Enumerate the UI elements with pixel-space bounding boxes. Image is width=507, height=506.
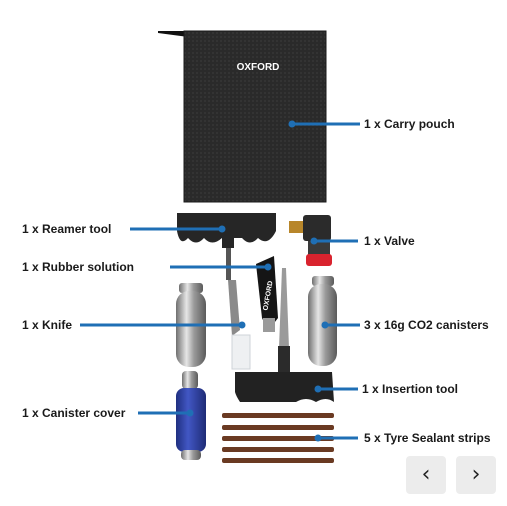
- previous-image-button[interactable]: ‹: [406, 456, 446, 494]
- label-canister-cover: 1 x Canister cover: [22, 406, 126, 420]
- label-reamer-tool: 1 x Reamer tool: [22, 222, 112, 236]
- label-rubber-solution: 1 x Rubber solution: [22, 260, 135, 274]
- next-image-button[interactable]: ›: [456, 456, 496, 494]
- rubber-solution-image: OXFORD: [256, 256, 278, 332]
- label-knife: 1 x Knife: [22, 318, 73, 332]
- label-co2-canisters: 3 x 16g CO2 canisters: [364, 318, 489, 332]
- knife-image: [231, 334, 251, 370]
- pointer-lines: [80, 120, 360, 442]
- canister-cover-image: [176, 371, 206, 460]
- label-carry-pouch: 1 x Carry pouch: [364, 117, 455, 131]
- label-sealant-strips: 5 x Tyre Sealant strips: [364, 431, 491, 445]
- oxford-logo: OXFORD: [237, 62, 280, 73]
- chevron-right-icon: ›: [471, 462, 481, 487]
- sealant-strips-image: [222, 413, 334, 463]
- chevron-left-icon: ‹: [421, 462, 431, 487]
- insertion-tool-image: [235, 372, 334, 402]
- reamer-tool-image: [177, 213, 276, 336]
- valve-image: [289, 215, 332, 266]
- label-insertion-tool: 1 x Insertion tool: [362, 382, 459, 396]
- co2-canister-right: [308, 276, 337, 366]
- co2-canister-left: [176, 283, 206, 367]
- carry-pouch-image: OXFORD: [158, 30, 327, 203]
- insertion-needle-image: [278, 268, 290, 374]
- label-valve: 1 x Valve: [364, 234, 415, 248]
